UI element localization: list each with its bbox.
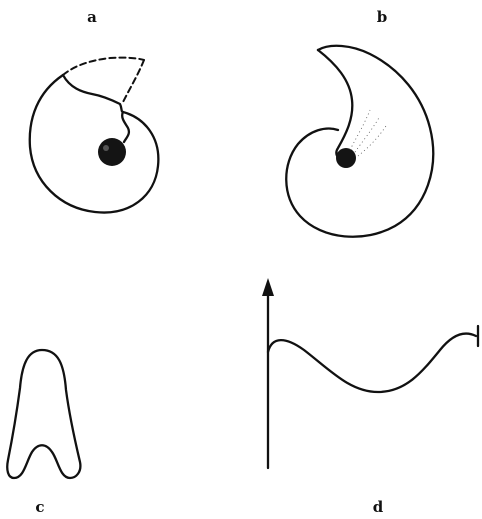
- umbilicus-b: [336, 148, 356, 168]
- cross-section-c: [7, 350, 80, 478]
- shell-outer-whorl-a: [30, 75, 159, 213]
- umbilicus-highlight-a: [103, 145, 109, 151]
- wave-diagram-d: [262, 278, 478, 468]
- shell-aperture-edge-a: [122, 112, 129, 142]
- panel-label-d: d: [373, 498, 384, 516]
- shell-outer-whorl-b: [286, 46, 433, 237]
- panel-label-a: a: [87, 8, 97, 26]
- shell-drawing-b: [286, 46, 433, 237]
- arrow-head-d: [262, 278, 274, 296]
- shell-drawing-a: [30, 58, 159, 213]
- shell-broken-aperture-a: [63, 75, 123, 112]
- cross-section-outline-c: [7, 350, 80, 478]
- shell-horn-inner-edge-b: [318, 50, 352, 160]
- reconstructed-outline-a: [63, 58, 144, 75]
- growth-lines-b: [350, 110, 386, 156]
- umbilicus-a: [98, 138, 126, 166]
- wave-curve-d: [268, 334, 476, 392]
- panel-label-c: c: [35, 498, 44, 516]
- panel-label-b: b: [377, 8, 388, 26]
- reconstructed-edge-a: [122, 60, 144, 104]
